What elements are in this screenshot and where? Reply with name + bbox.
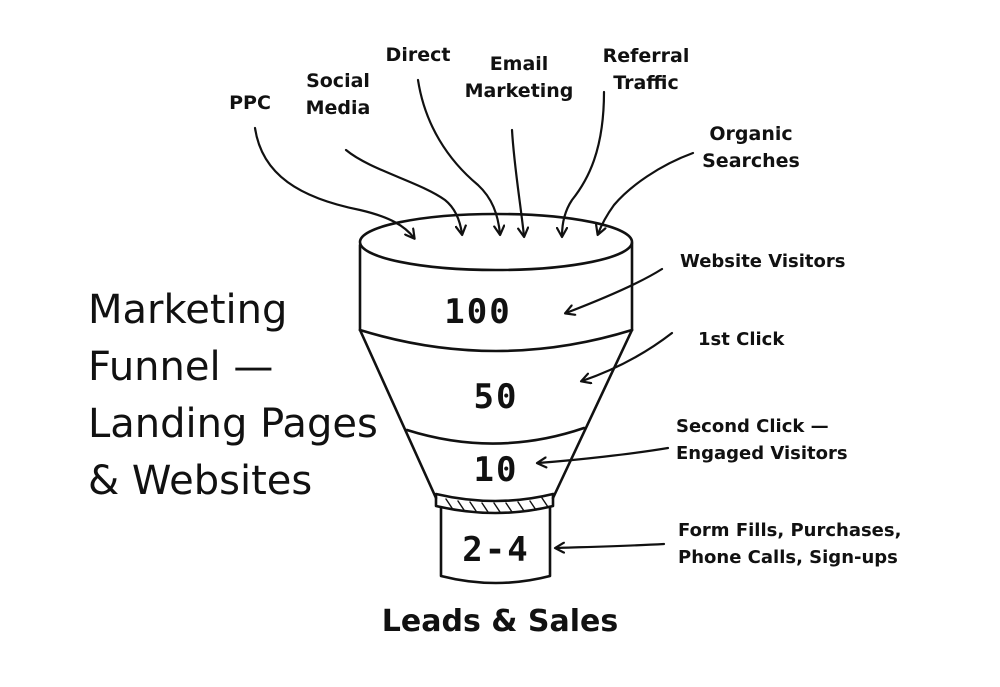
source-label-ppc: PPC	[229, 92, 271, 114]
source-label-email-marketing: Email Marketing	[460, 51, 578, 105]
stage-label-form-fills-line2: Phone Calls, Sign-ups	[678, 547, 898, 568]
page-title: Marketing Funnel — Landing Pages & Websi…	[88, 282, 378, 510]
stage-label-1st-click: 1st Click	[698, 326, 784, 353]
arrow-ppc	[253, 126, 414, 238]
stage-value-50: 50	[473, 377, 519, 417]
funnel-band-1	[358, 328, 634, 353]
arrow-1st-click	[582, 331, 674, 381]
stage-label-website-visitors: Website Visitors	[680, 248, 846, 275]
title-line-1: Marketing	[88, 287, 288, 333]
stage-value-2-4: 2-4	[462, 530, 530, 570]
title-line-2: Funnel —	[88, 344, 274, 390]
stage-label-second-click: Second Click — Engaged Visitors	[676, 413, 848, 467]
arrow-email-marketing	[510, 128, 524, 236]
arrow-form-fills	[556, 544, 666, 548]
stage-label-form-fills-line1: Form Fills, Purchases,	[678, 520, 902, 541]
title-line-3: Landing Pages	[88, 401, 378, 447]
arrow-second-click	[538, 446, 670, 463]
source-label-direct: Direct	[385, 44, 451, 66]
source-label-social-media: Social Media	[296, 68, 380, 122]
stage-label-form-fills: Form Fills, Purchases, Phone Calls, Sign…	[678, 517, 901, 571]
funnel-upper-sides	[358, 241, 634, 332]
source-label-social-line2: Media	[305, 97, 371, 119]
source-label-referral-traffic: Referral Traffic	[596, 43, 696, 97]
stage-label-1st-click-text: 1st Click	[698, 329, 785, 350]
arrow-referral-traffic	[562, 90, 606, 236]
source-label-organic-line1: Organic	[709, 123, 793, 145]
stage-label-second-click-line2: Engaged Visitors	[676, 443, 848, 464]
arrow-direct	[416, 78, 500, 234]
stage-value-100: 100	[444, 292, 512, 332]
source-label-organic-line2: Searches	[702, 150, 800, 172]
funnel-cone-left	[358, 328, 438, 500]
stage-value-10: 10	[473, 450, 519, 490]
arrow-social-media	[344, 148, 462, 234]
funnel-top-rim	[358, 212, 634, 272]
funnel-ring	[434, 492, 555, 515]
source-label-organic-searches: Organic Searches	[696, 121, 806, 175]
title-line-4: & Websites	[88, 458, 313, 504]
source-label-referral-line2: Traffic	[613, 72, 679, 94]
stage-label-website-visitors-text: Website Visitors	[680, 251, 846, 272]
arrow-organic-searches	[598, 151, 695, 234]
funnel-band-2	[405, 426, 586, 445]
source-label-social-line1: Social	[306, 70, 370, 92]
funnel-spout	[439, 506, 552, 585]
footer-leads-and-sales: Leads & Sales	[381, 604, 619, 639]
arrow-website-visitors	[566, 267, 664, 313]
source-label-referral-line1: Referral	[602, 45, 690, 67]
source-label-email-line2: Marketing	[464, 80, 574, 102]
stage-label-second-click-line1: Second Click —	[676, 416, 829, 437]
funnel-cone-right	[551, 328, 634, 500]
source-label-email-line1: Email	[489, 53, 549, 75]
